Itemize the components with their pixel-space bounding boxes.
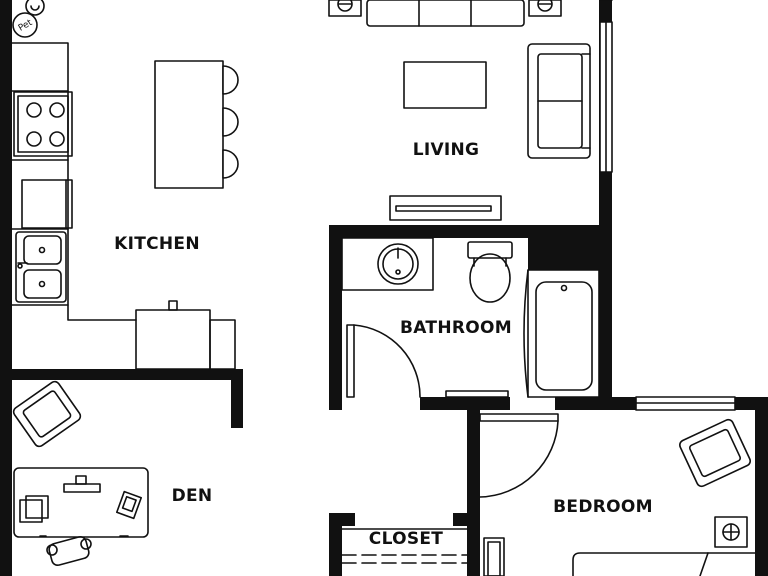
room-label-living: LIVING	[412, 140, 480, 160]
wall-closet-left	[329, 513, 342, 576]
refrigerator	[21, 179, 73, 229]
room-label-kitchen: KITCHEN	[114, 234, 200, 254]
vent	[445, 390, 509, 398]
wall-bed-right	[755, 397, 768, 576]
kitchen-island	[154, 60, 224, 189]
wall-left	[0, 0, 12, 576]
bathtub	[523, 269, 600, 398]
armchair-den	[12, 380, 82, 448]
wall-bath-left	[329, 225, 342, 410]
bathroom-door	[346, 324, 421, 398]
room-label-closet: CLOSET	[368, 529, 444, 549]
desk-chair	[46, 536, 92, 566]
armchair-bedroom	[678, 418, 752, 488]
wall-kitchen-den	[0, 369, 243, 380]
dresser-edge	[483, 537, 505, 576]
tv-console	[389, 195, 502, 221]
bedroom-door	[479, 413, 559, 498]
coffee-table	[403, 61, 487, 109]
wall-bath-bottom-a	[420, 397, 510, 410]
wall-den-stub	[231, 369, 243, 428]
toilet	[467, 241, 513, 303]
room-label-bathroom: BATHROOM	[400, 318, 512, 338]
wall-bath-right	[599, 225, 612, 410]
sofa	[366, 0, 525, 27]
bed	[572, 552, 756, 576]
vanity	[341, 237, 434, 291]
wall-bath-bottom-b	[555, 397, 640, 410]
end-table-left	[328, 0, 362, 17]
kitchen-counters	[11, 42, 137, 321]
closet-doors	[341, 528, 468, 564]
armchair-living	[527, 43, 591, 159]
dishwasher-cabinet	[135, 300, 236, 370]
kitchen-sink	[15, 231, 67, 303]
room-label-den: DEN	[171, 486, 213, 506]
wall-bed-left	[467, 410, 480, 576]
wall-bath-corner	[528, 225, 612, 270]
bar-stools	[222, 65, 239, 179]
wall-closet-top-r	[453, 513, 480, 526]
stove	[13, 91, 73, 157]
pet-badge	[12, 0, 45, 38]
nightstand	[714, 516, 748, 548]
room-label-bedroom: BEDROOM	[553, 497, 653, 517]
windows	[599, 0, 736, 411]
end-table-right	[528, 0, 562, 17]
desk	[13, 467, 149, 538]
